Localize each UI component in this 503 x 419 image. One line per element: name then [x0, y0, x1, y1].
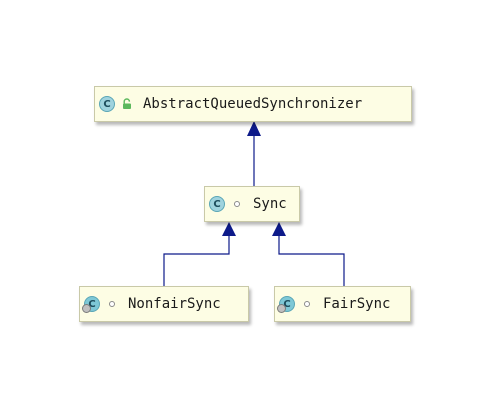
class-name: NonfairSync — [128, 296, 221, 312]
inheritance-arrowhead — [247, 121, 261, 136]
package-private-icon — [301, 298, 313, 310]
abstract-class-icon: C — [209, 196, 225, 212]
public-lock-icon — [121, 98, 133, 110]
inheritance-arrowhead — [272, 222, 286, 236]
class-node-abstractqueuedsynchronizer[interactable]: C AbstractQueuedSynchronizer — [94, 86, 412, 122]
package-private-icon — [106, 298, 118, 310]
class-icon: C — [277, 296, 295, 313]
class-name: Sync — [253, 196, 287, 212]
edge-nonfairsync-extends-sync — [163, 222, 236, 286]
package-private-icon — [231, 198, 243, 210]
class-node-sync[interactable]: C Sync — [204, 186, 300, 222]
class-icon: C — [82, 296, 100, 313]
edge-fairsync-extends-sync — [272, 222, 345, 286]
class-name: AbstractQueuedSynchronizer — [143, 96, 363, 112]
class-node-nonfairsync[interactable]: C NonfairSync — [79, 286, 249, 322]
class-name: FairSync — [323, 296, 391, 312]
abstract-class-icon: C — [99, 96, 115, 112]
edge-sync-extends-aqs — [247, 121, 261, 186]
inheritance-arrowhead — [222, 222, 236, 236]
class-node-fairsync[interactable]: C FairSync — [274, 286, 411, 322]
